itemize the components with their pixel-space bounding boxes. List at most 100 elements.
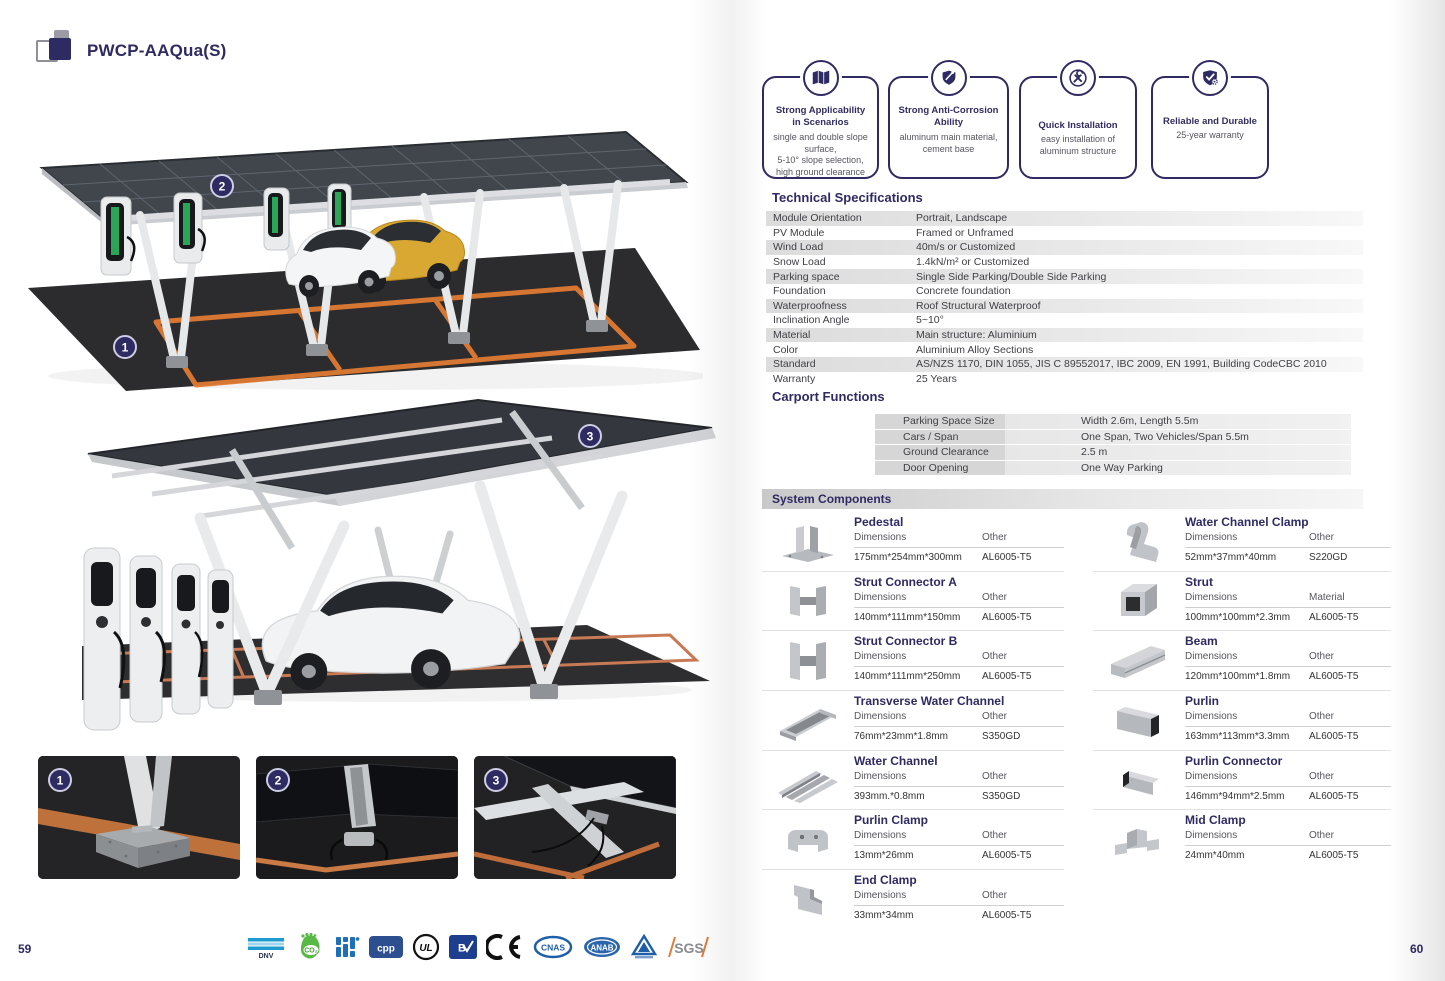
svg-text:ANAB: ANAB [590,944,613,953]
tuv-logo [631,933,657,961]
strut-icon [1093,572,1185,631]
svg-text:SGS: SGS [674,940,704,956]
brand-logo [36,30,80,64]
strut-connector-b-icon [762,631,854,690]
feature-desc: aluminum main material, cement base [899,131,998,154]
feature-desc: 25-year warranty [1176,130,1244,141]
water-channel-clamp-icon [1093,512,1185,571]
main-beam [127,179,671,221]
svg-text:1: 1 [57,774,64,788]
callout-1: 1 [113,335,137,359]
svg-text:2: 2 [219,180,226,194]
shield-brush-icon [927,57,970,99]
callout-2: 2 [210,174,234,198]
feature-desc: single and double slope surface, 5-10° s… [773,131,868,178]
cpp-logo: cpp [369,936,403,958]
sgs-logo: SGS [666,935,710,959]
svg-text:1: 1 [122,341,129,355]
bv-logo: B [449,935,477,959]
purlin-icon [1093,691,1185,750]
certification-logos: DNV CO₂ cpp UL B CNAS ANAB SGS [246,929,709,965]
svg-text:UL: UL [419,943,432,954]
foundation-feet [254,684,558,705]
detail-photo-water-channel: 2 [256,756,458,879]
svg-text:3: 3 [493,774,500,788]
detail-photo-foundation: 1 [38,756,240,879]
svg-text:CNAS: CNAS [541,943,565,953]
beam-icon [1093,631,1185,690]
water-channel-icon [762,751,854,810]
ul-logo: UL [412,933,440,961]
system-components-heading: System Components [762,489,1363,509]
feature-title: Reliable and Durable [1163,116,1257,127]
front-legs [194,480,628,700]
mid-clamp-icon [1093,810,1185,870]
svg-text:3: 3 [587,430,594,444]
transverse-water-channel-icon [762,691,854,750]
dnv-logo: DNV [246,934,286,960]
shield-check-gear-icon [1189,57,1231,99]
ev-chargers [83,547,234,731]
map-icon [799,57,842,99]
solar-roof-underside [87,398,716,550]
render-carport-underside: 3 [82,398,722,760]
feature-title: Strong Anti-Corrosion Ability [898,105,999,129]
strut-connector-a-icon [762,572,854,631]
anab-logo: ANAB [582,935,622,959]
svg-text:B: B [458,943,466,955]
end-clamp-icon [762,870,854,930]
feature-desc: easy installation of aluminum structure [1039,134,1117,157]
feature-card-durability: Reliable and Durable 25-year warranty [1151,57,1269,179]
feature-card-applicability: Strong Applicability in Scenarios single… [762,57,879,179]
feature-card-anticorrosion: Strong Anti-Corrosion Ability aluminum m… [888,57,1009,179]
feature-title: Strong Applicability in Scenarios [775,105,866,129]
tools-icon [1057,57,1099,99]
render-carport-overview: 2 1 [28,108,708,393]
pedestal-icon [762,512,854,571]
foundation-feet [166,320,608,368]
purlin-clamp-icon [762,810,854,869]
detail-photo-beam-joint: 3 [474,756,676,879]
cert-mark-logo [334,934,360,960]
purlin-connector-icon [1093,751,1185,810]
white-car [261,575,521,690]
page-number-right: 60 [1410,942,1424,956]
cnas-logo: CNAS [533,935,573,959]
svg-text:2: 2 [275,774,282,788]
feature-title: Quick Installation [1038,120,1118,131]
ev-chargers [100,183,352,276]
svg-text:cpp: cpp [377,944,395,955]
svg-text:DNV: DNV [259,953,274,960]
white-car [285,226,396,297]
tech-specs-heading: Technical Specifications [772,190,923,205]
co2-footprint-logo: CO₂ [295,933,325,961]
page-edge-shadow [1390,0,1445,981]
